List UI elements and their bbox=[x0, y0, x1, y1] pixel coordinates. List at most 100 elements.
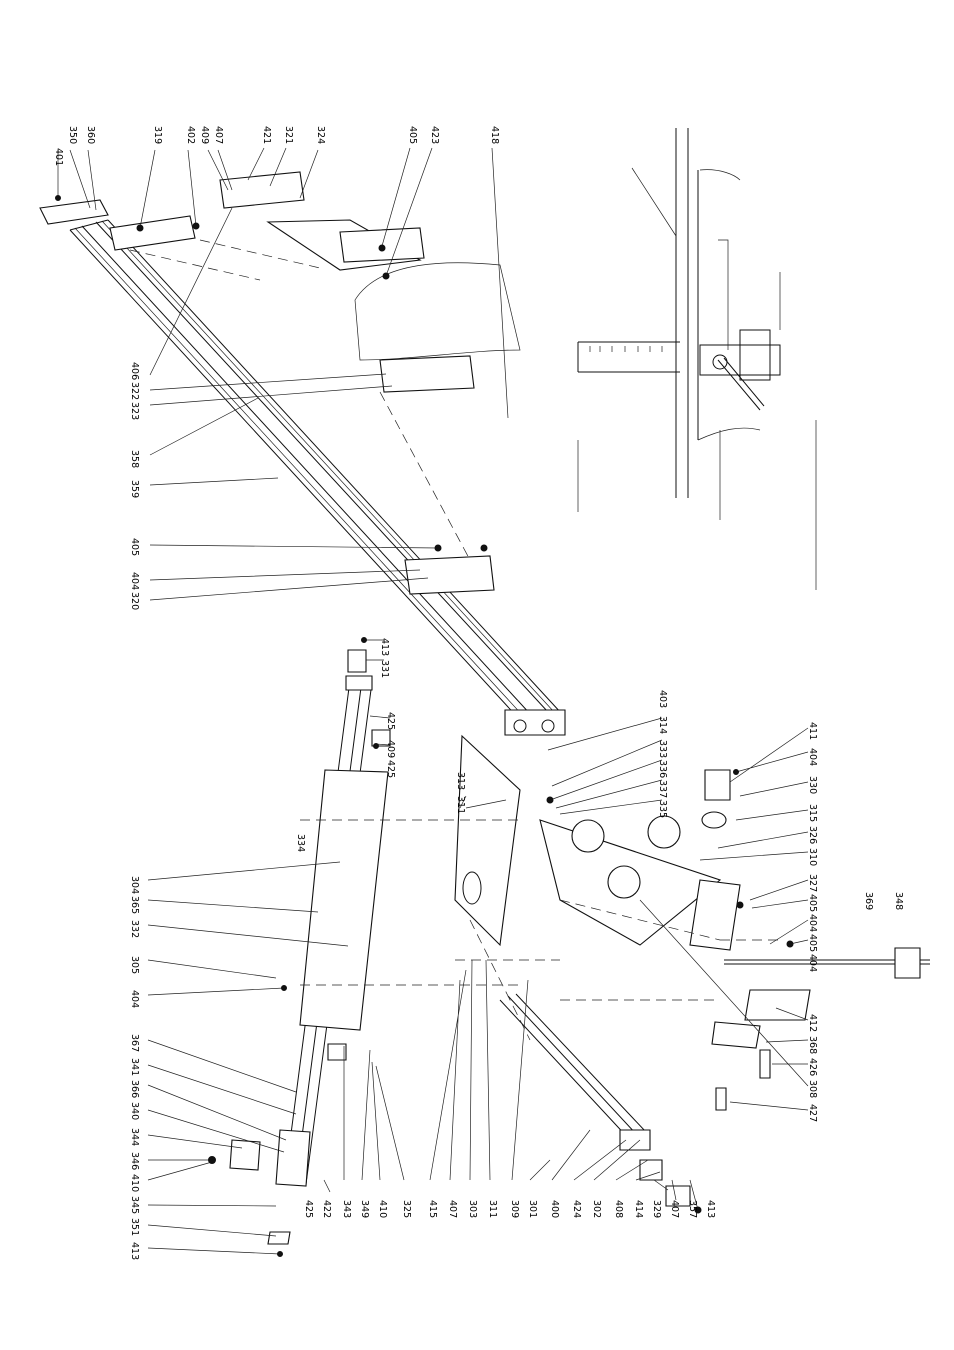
part-label: 412 bbox=[807, 1014, 818, 1032]
labels-right: 411 404 330 315 326 310 327 405 404 405 … bbox=[807, 722, 904, 1122]
part-label: 410 bbox=[129, 1174, 140, 1192]
part-label: 425 bbox=[385, 712, 396, 730]
rip-fence bbox=[229, 649, 391, 1245]
part-label: 326 bbox=[807, 826, 818, 844]
part-label: 359 bbox=[129, 480, 140, 498]
part-label: 426 bbox=[807, 1058, 818, 1076]
part-label: 404 bbox=[129, 572, 140, 590]
part-label: 365 bbox=[129, 896, 140, 914]
part-label: 340 bbox=[129, 1102, 140, 1120]
part-label: 421 bbox=[261, 126, 272, 144]
part-label: 315 bbox=[807, 804, 818, 822]
part-label: 404 bbox=[807, 954, 818, 972]
part-label: 368 bbox=[807, 1036, 818, 1054]
inset-detail-view bbox=[577, 128, 817, 590]
part-label: 410 bbox=[377, 1200, 388, 1218]
part-label: 407 bbox=[213, 126, 224, 144]
part-label: 303 bbox=[467, 1200, 478, 1218]
part-label: 404 bbox=[807, 914, 818, 932]
part-label: 423 bbox=[429, 126, 440, 144]
labels-left-top: 406 322 323 358 359 405 404 320 bbox=[129, 362, 140, 610]
part-label: 425 bbox=[385, 760, 396, 778]
part-label: 311 bbox=[455, 796, 466, 814]
part-label: 310 bbox=[807, 848, 818, 866]
part-label: 413 bbox=[379, 638, 390, 656]
part-label: 343 bbox=[341, 1200, 352, 1218]
part-label: 349 bbox=[359, 1200, 370, 1218]
part-label: 405 bbox=[407, 126, 418, 144]
part-label: 427 bbox=[807, 1104, 818, 1122]
part-label: 308 bbox=[807, 1080, 818, 1098]
part-label: 346 bbox=[129, 1152, 140, 1170]
part-label: 404 bbox=[807, 748, 818, 766]
part-label: 304 bbox=[129, 876, 140, 894]
hardware-markers bbox=[55, 195, 794, 1257]
part-label: 335 bbox=[657, 800, 668, 818]
part-label: 405 bbox=[807, 894, 818, 912]
part-label: 334 bbox=[295, 834, 306, 852]
part-label: 351 bbox=[129, 1218, 140, 1236]
part-label: 321 bbox=[283, 126, 294, 144]
part-label: 369 bbox=[863, 892, 874, 910]
part-label: 324 bbox=[315, 126, 326, 144]
part-label: 344 bbox=[129, 1128, 140, 1146]
labels-top: 401 350 360 319 402 409 407 421 321 324 … bbox=[53, 126, 500, 166]
clamp-assembly bbox=[689, 769, 930, 1111]
labels-mid: 413 331 425 409 425 311 313 334 403 314 … bbox=[295, 638, 668, 852]
part-label: 327 bbox=[807, 874, 818, 892]
part-label: 301 bbox=[527, 1200, 538, 1218]
part-label: 360 bbox=[85, 126, 96, 144]
part-label: 309 bbox=[509, 1200, 520, 1218]
labels-bottom: 425 422 343 349 410 325 415 407 303 311 … bbox=[303, 1200, 716, 1218]
part-label: 333 bbox=[657, 740, 668, 758]
part-label: 411 bbox=[807, 722, 818, 740]
part-label: 350 bbox=[67, 126, 78, 144]
part-label: 407 bbox=[669, 1200, 680, 1218]
part-label: 414 bbox=[633, 1200, 644, 1218]
part-label: 358 bbox=[129, 450, 140, 468]
part-label: 415 bbox=[427, 1200, 438, 1218]
part-label: 314 bbox=[657, 716, 668, 734]
part-label: 357 bbox=[687, 1200, 698, 1218]
part-label: 407 bbox=[447, 1200, 458, 1218]
part-label: 402 bbox=[185, 126, 196, 144]
part-label: 323 bbox=[129, 402, 140, 420]
part-label: 400 bbox=[549, 1200, 560, 1218]
part-label: 413 bbox=[129, 1242, 140, 1260]
part-label: 418 bbox=[489, 126, 500, 144]
part-label: 302 bbox=[591, 1200, 602, 1218]
part-label: 403 bbox=[657, 690, 668, 708]
part-label: 336 bbox=[657, 760, 668, 778]
fence-rail bbox=[69, 219, 566, 736]
end-bracket-group bbox=[39, 171, 521, 595]
part-label: 405 bbox=[129, 538, 140, 556]
part-label: 313 bbox=[455, 772, 466, 790]
part-label: 325 bbox=[401, 1200, 412, 1218]
part-label: 319 bbox=[152, 126, 163, 144]
part-label: 422 bbox=[321, 1200, 332, 1218]
labels-left: 304 365 332 305 404 367 341 366 340 344 … bbox=[129, 876, 140, 1260]
part-label: 332 bbox=[129, 920, 140, 938]
part-label: 425 bbox=[303, 1200, 314, 1218]
part-label: 405 bbox=[807, 934, 818, 952]
assembly-lines bbox=[129, 239, 780, 1041]
part-label: 404 bbox=[129, 990, 140, 1008]
part-label: 367 bbox=[129, 1034, 140, 1052]
part-label: 337 bbox=[657, 780, 668, 798]
part-label: 322 bbox=[129, 382, 140, 400]
part-label: 424 bbox=[571, 1200, 582, 1218]
part-label: 413 bbox=[705, 1200, 716, 1218]
part-label: 305 bbox=[129, 956, 140, 974]
part-label: 345 bbox=[129, 1196, 140, 1214]
part-label: 366 bbox=[129, 1080, 140, 1098]
part-label: 311 bbox=[487, 1200, 498, 1218]
part-label: 320 bbox=[129, 592, 140, 610]
part-label: 401 bbox=[53, 148, 64, 166]
part-label: 329 bbox=[651, 1200, 662, 1218]
part-label: 409 bbox=[385, 740, 396, 758]
part-label: 406 bbox=[129, 362, 140, 380]
part-label: 408 bbox=[613, 1200, 624, 1218]
leader-lines bbox=[57, 147, 809, 1255]
